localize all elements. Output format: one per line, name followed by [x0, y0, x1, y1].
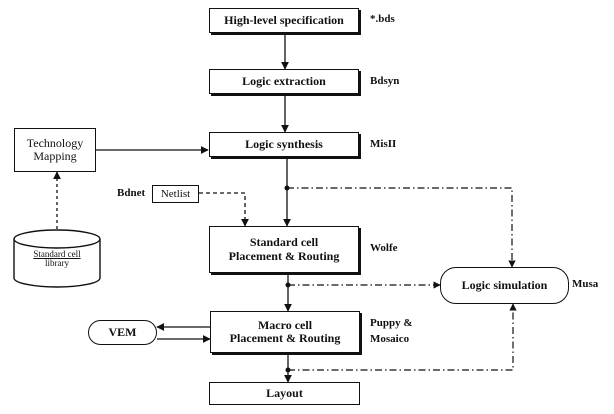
node-netlist: Netlist — [152, 185, 199, 203]
node-logic-extraction: Logic extraction — [209, 69, 359, 94]
tool-musa: Musa — [572, 278, 599, 290]
tool-wolfe: Wolfe — [370, 242, 398, 254]
label-standard-cell-library-line1: Standard cell — [33, 249, 81, 259]
label-technology-mapping-line1: Technology — [26, 135, 84, 150]
label-technology-mapping-line2: Mapping — [33, 149, 77, 163]
arrow-layout-tap-to-simulation — [288, 303, 517, 371]
arrow-synthesis-to-simulation — [287, 187, 516, 268]
tool-bdsyn: Bdsyn — [370, 75, 400, 87]
tool-bds: *.bds — [370, 13, 395, 25]
label-standard-cell-library-line2: library — [45, 258, 69, 269]
label-standard-cell-library: Standard cell library — [16, 249, 98, 269]
label-logic-simulation: Logic simulation — [461, 277, 548, 292]
tool-puppy-line2: Mosaico — [370, 332, 410, 345]
arrow-netlist-to-standard-cell — [199, 192, 249, 227]
tool-puppy-mosaico: Puppy & Mosaico — [370, 317, 413, 345]
label-standard-cell-line2: Placement & Routing — [228, 248, 340, 263]
label-vem: VEM — [108, 324, 137, 339]
node-high-level-spec: High-level specification — [209, 8, 359, 33]
junction-dot-layout — [285, 367, 291, 373]
node-macro-cell: Macro cell Placement & Routing — [210, 311, 360, 353]
label-macro-cell-line2: Placement & Routing — [229, 331, 341, 345]
standard-cell-library-cylinder — [13, 229, 101, 288]
node-technology-mapping: Technology Mapping — [14, 128, 96, 172]
junction-dot-synthesis — [284, 185, 290, 191]
node-layout: Layout — [209, 382, 360, 405]
label-high-level-spec: High-level specification — [224, 12, 344, 27]
tool-misii: MisII — [370, 138, 397, 150]
label-standard-cell-line1: Standard cell — [249, 235, 319, 250]
label-logic-extraction: Logic extraction — [242, 73, 326, 88]
label-macro-cell-line1: Macro cell — [257, 317, 313, 332]
junction-dot-standard-cell — [285, 282, 291, 288]
node-logic-simulation: Logic simulation — [440, 267, 569, 304]
node-standard-cell: Standard cell Placement & Routing — [209, 226, 359, 273]
node-vem: VEM — [88, 320, 157, 345]
node-logic-synthesis: Logic synthesis — [209, 132, 359, 157]
label-layout: Layout — [266, 385, 303, 400]
tool-bdnet: Bdnet — [117, 187, 146, 199]
tool-puppy-line1: Puppy & — [370, 317, 413, 329]
label-netlist: Netlist — [160, 187, 191, 200]
label-logic-synthesis: Logic synthesis — [245, 136, 323, 151]
